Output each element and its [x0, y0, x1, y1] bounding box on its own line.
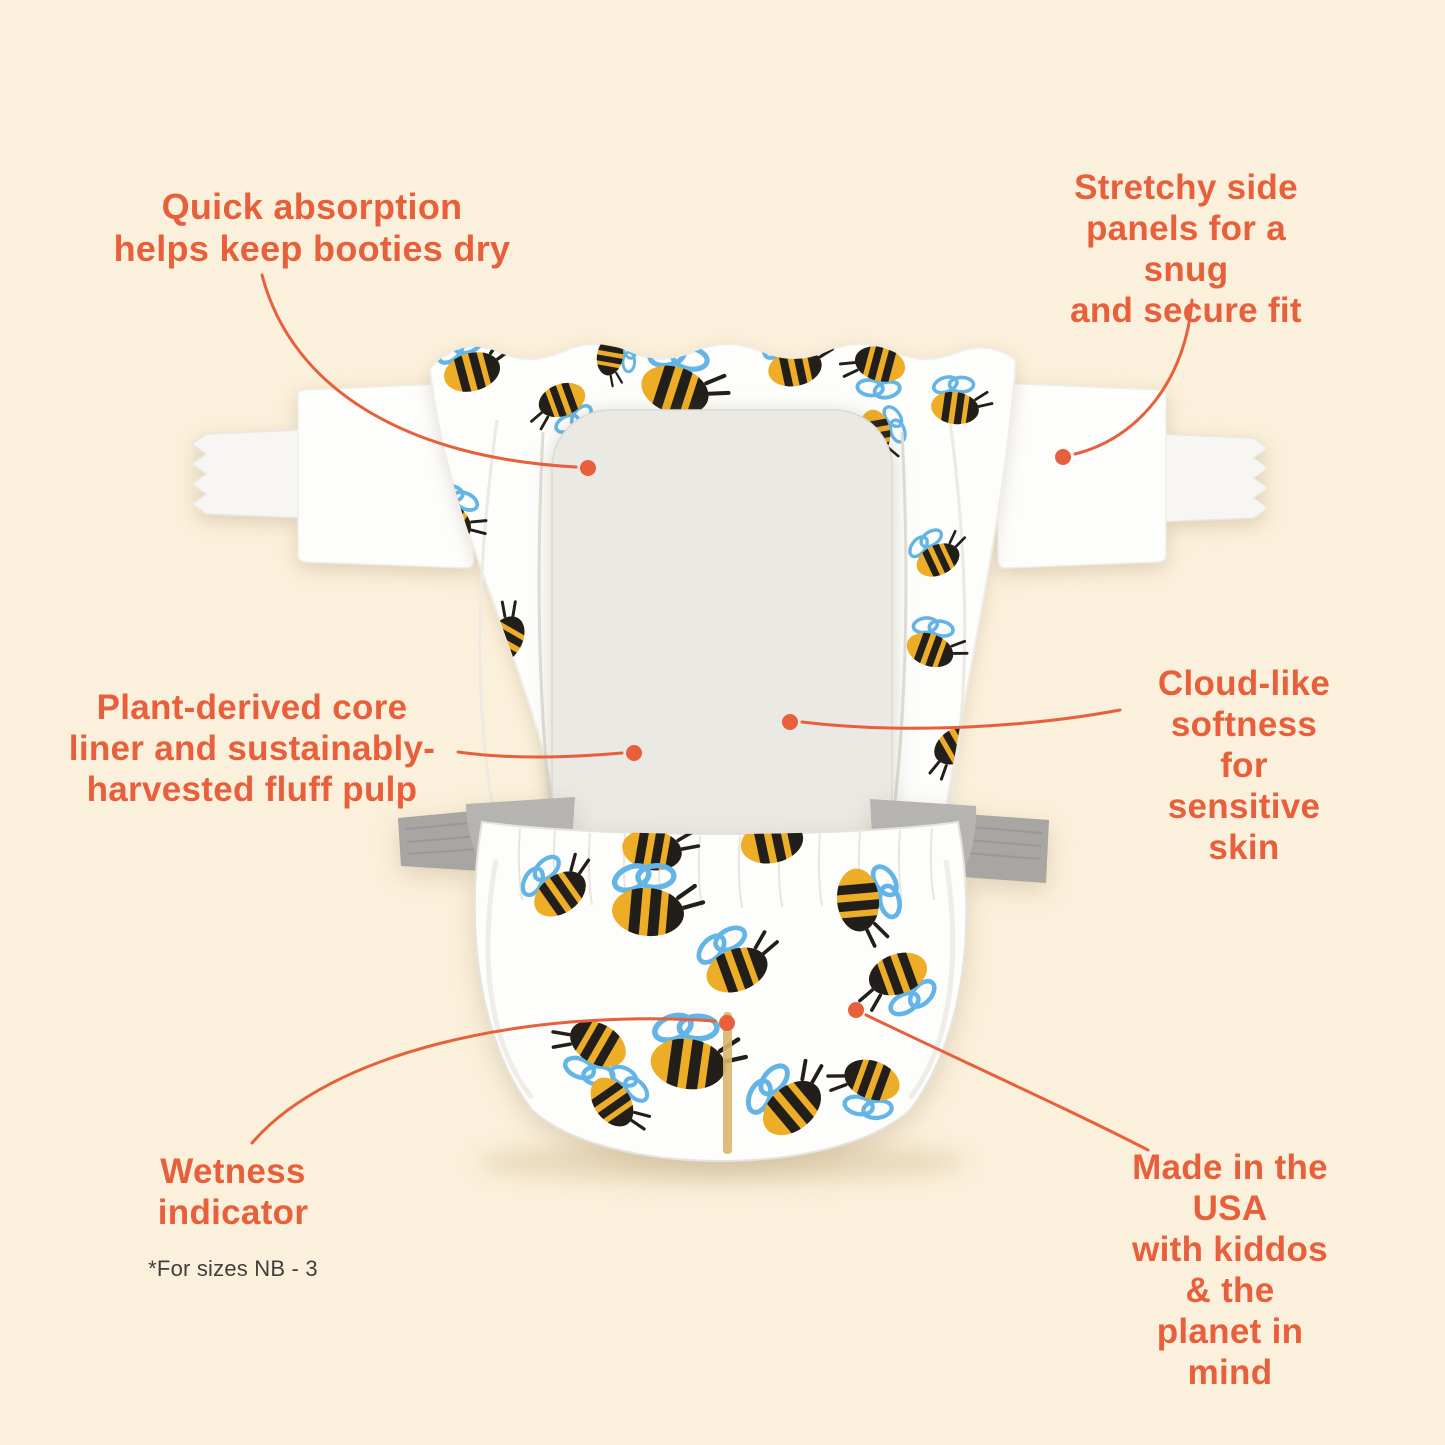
ground-shadow — [477, 1140, 967, 1184]
callout-dot-cloud-softness — [782, 714, 798, 730]
leader-line-quick-absorption — [260, 273, 578, 469]
callout-plant-core: Plant-derived core liner and sustainably… — [68, 688, 436, 809]
folded-diaper — [398, 797, 1049, 1162]
leader-line-plant-core — [456, 750, 624, 759]
callout-quick-absorption: Quick absorption helps keep booties dry — [113, 186, 511, 270]
pad-ruffles — [537, 431, 908, 819]
side-panel-left — [296, 382, 475, 569]
callout-dot-stretchy-panels — [1055, 449, 1071, 465]
callout-dot-made-in-usa — [848, 1002, 864, 1018]
wetness-stripe — [723, 1012, 732, 1154]
callout-made-in-usa: Made in the USA with kiddos & the planet… — [1132, 1148, 1328, 1392]
leader-line-stretchy-panels — [1073, 298, 1194, 456]
absorbent-pad — [551, 409, 893, 851]
leader-line-wetness-indicator — [250, 1017, 717, 1145]
side-creases — [485, 859, 956, 1100]
leader-line-cloud-softness — [800, 708, 1122, 730]
fastener-tape-right — [1157, 433, 1270, 523]
callout-cloud-softness: Cloud-like softness for sensitive skin — [1157, 664, 1331, 867]
callout-wetness-indicator: Wetness indicator — [157, 1152, 309, 1232]
callout-wetness-footnote: *For sizes NB - 3 — [148, 1256, 318, 1281]
callout-dot-wetness-indicator — [719, 1015, 735, 1031]
callout-dot-plant-core — [626, 745, 642, 761]
gather-creases — [478, 419, 967, 816]
opened-diaper — [190, 343, 1270, 851]
leader-line-made-in-usa — [864, 1013, 1150, 1152]
callout-dot-quick-absorption — [580, 460, 596, 476]
fastener-tape-left — [190, 429, 303, 519]
callout-stretchy-panels: Stretchy side panels for a snug and secu… — [1070, 168, 1302, 330]
side-panel-right — [993, 382, 1168, 569]
